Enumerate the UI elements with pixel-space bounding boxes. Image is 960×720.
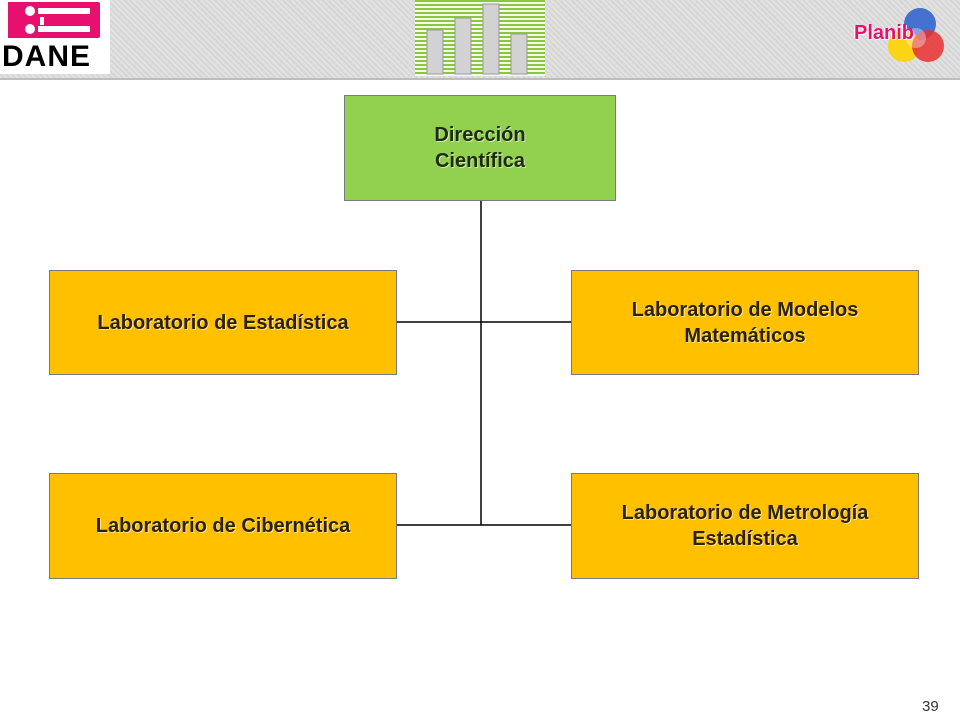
node-laboratorio-modelos-matematicos: Laboratorio de Modelos Matemáticos [571,270,919,375]
node-direccion-cientifica: Dirección Científica [344,95,616,201]
dane-logo-text: DANE [2,40,92,73]
node-laboratorio-estadistica: Laboratorio de Estadística [49,270,397,375]
node-label: Dirección Científica [434,124,526,172]
header-bar: DANE Planib [0,0,960,80]
node-laboratorio-metrologia-estadistica: Laboratorio de Metrología Estadística [571,473,919,579]
planib-logo: Planib [850,4,946,74]
dane-logo-mark-icon [0,0,110,74]
planib-circles-icon [888,8,944,62]
bar-chart-graphic-icon [415,0,545,76]
node-label: Laboratorio de Cibernética [95,515,351,537]
dane-logo: DANE [0,0,110,74]
node-laboratorio-cibernetica: Laboratorio de Cibernética [49,473,397,579]
node-label: Laboratorio de Modelos Matemáticos [631,298,859,347]
slide-number: 39 [922,698,939,715]
node-label: Laboratorio de Estadística [97,311,349,334]
planib-logo-text: Planib [854,22,915,44]
node-label: Laboratorio de Metrología Estadística [621,502,869,550]
